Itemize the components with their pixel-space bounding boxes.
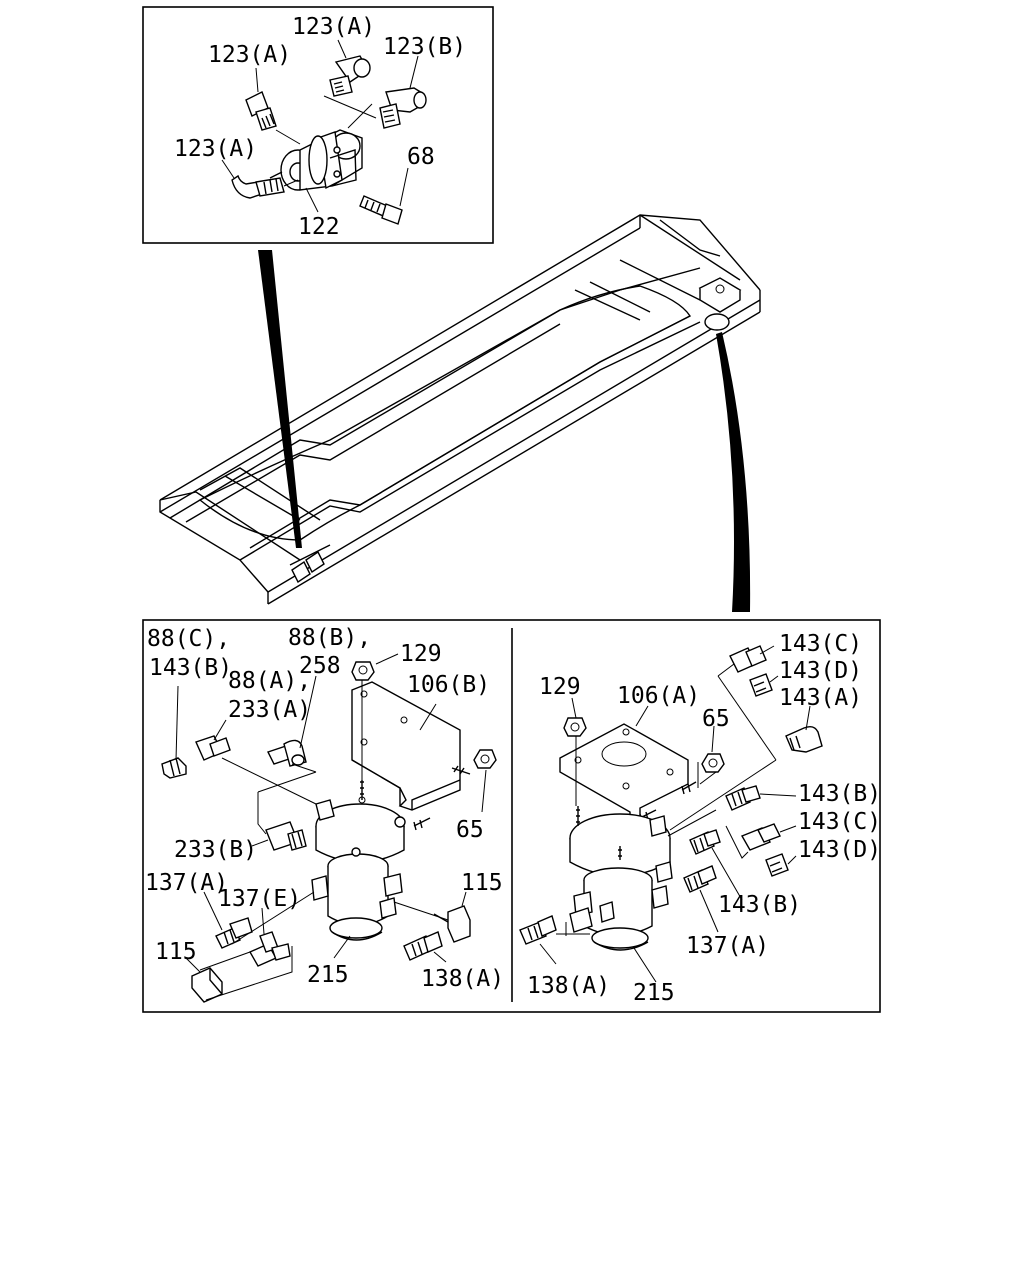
label-137a-right: 137(A) [686, 933, 769, 959]
fitting-143c-upper [729, 645, 767, 673]
bolt-68 [359, 195, 403, 225]
block-115-lower [191, 967, 223, 1003]
label-143b-left: 143(B) [149, 655, 232, 681]
label-233a: 233(A) [228, 697, 311, 723]
label-top-123a-1: 123(A) [292, 14, 375, 40]
relay-valve-215-left [311, 780, 406, 941]
label-143a: 143(A) [779, 685, 862, 711]
label-143b-lower: 143(B) [718, 892, 801, 918]
fitting-123b [379, 87, 427, 129]
fitting-143d-lower [765, 853, 789, 877]
label-106a: 106(A) [617, 683, 700, 709]
callout-leader-right [716, 332, 751, 612]
nut-129-left [351, 661, 375, 681]
label-88c: 88(C), [147, 626, 230, 652]
label-258: 258 [299, 653, 341, 679]
nut-129-right [563, 717, 587, 737]
top-panel-border [142, 6, 494, 244]
label-65-right: 65 [702, 706, 730, 732]
fitting-123a-left-upper [245, 91, 277, 131]
bottom-detail-panel: 88(C), 143(B) 88(B), 258 88(A), 233(A) 1… [142, 619, 881, 1013]
label-143d-upper: 143(D) [779, 658, 862, 684]
fitting-137e-tee [249, 931, 291, 967]
callout-leader-left [258, 250, 302, 548]
fitting-143b-lower [689, 829, 721, 855]
label-143b-upper: 143(B) [798, 781, 881, 807]
label-115-left: 115 [155, 939, 197, 965]
fitting-88c-143b [161, 757, 187, 779]
fitting-138a-right [519, 915, 557, 945]
fitting-143b-upper [725, 785, 761, 811]
label-137a-left: 137(A) [145, 870, 228, 896]
label-129-left: 129 [400, 641, 442, 667]
valve-122 [269, 129, 363, 191]
label-top-123a-3: 123(A) [174, 136, 257, 162]
label-top-68: 68 [407, 144, 435, 170]
relay-valve-215-right [569, 806, 673, 951]
label-215-left: 215 [307, 962, 349, 988]
label-138a-right: 138(A) [527, 973, 610, 999]
label-143d-lower: 143(D) [798, 837, 881, 863]
label-106b: 106(B) [407, 672, 490, 698]
fitting-138a-left [403, 931, 443, 961]
fitting-143a [785, 725, 823, 753]
rail-fittings [289, 544, 331, 584]
chassis-frame [159, 214, 761, 605]
label-top-123b: 123(B) [383, 34, 466, 60]
bottom-panel-border [142, 619, 881, 1013]
label-138a-left: 138(A) [421, 966, 504, 992]
fitting-233a [195, 735, 231, 761]
fitting-123a-top [329, 55, 371, 97]
fitting-258-elbow [267, 739, 307, 767]
label-143c-lower: 143(C) [798, 809, 881, 835]
nut-65-right [701, 753, 725, 773]
nut-65-left [473, 749, 497, 769]
top-detail-panel: 123(A) 123(A) 123(B) 123(A) 68 122 [142, 6, 494, 244]
fitting-233b [265, 821, 307, 851]
label-233b: 233(B) [174, 837, 257, 863]
label-top-122: 122 [298, 214, 340, 240]
right-subpanel: 129 106(A) 65 143(C) 143(D) 143(A) 143(B… [519, 631, 881, 1006]
fitting-137a-right [683, 865, 717, 893]
valve-mount-bracket [698, 277, 742, 331]
label-143c-upper: 143(C) [779, 631, 862, 657]
label-115-right: 115 [461, 870, 503, 896]
left-subpanel: 88(C), 143(B) 88(B), 258 88(A), 233(A) 1… [145, 625, 504, 1003]
fitting-137a-left [215, 917, 253, 949]
fitting-143c-lower [740, 823, 781, 851]
fitting-123a-elbow [231, 174, 285, 199]
label-215-right: 215 [633, 980, 675, 1006]
label-137e: 137(E) [218, 886, 301, 912]
label-65-left: 65 [456, 817, 484, 843]
label-129-right: 129 [539, 674, 581, 700]
label-88b: 88(B), [288, 625, 371, 651]
label-88a: 88(A), [228, 668, 311, 694]
fitting-143d-upper [749, 673, 773, 697]
label-top-123a-2: 123(A) [208, 42, 291, 68]
bracket-106b [351, 681, 461, 811]
